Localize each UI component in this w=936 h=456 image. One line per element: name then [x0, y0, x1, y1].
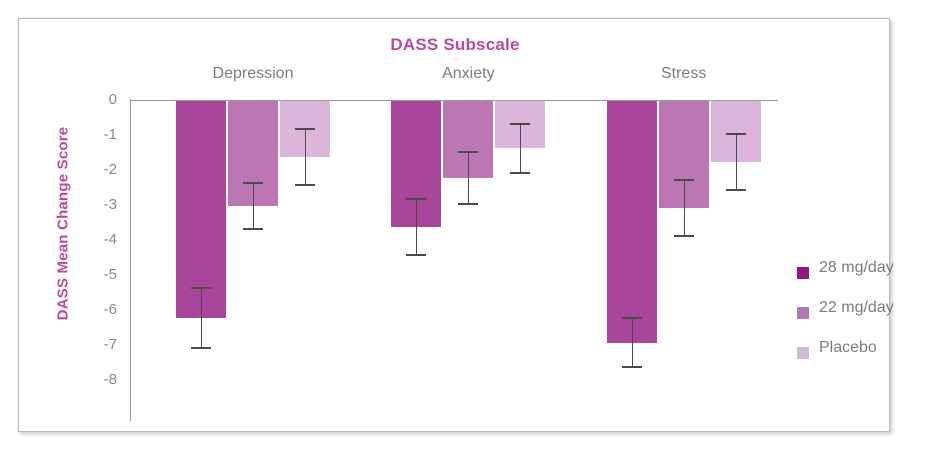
error-bar-cap-lower — [673, 234, 694, 237]
y-tick-label: -5 — [103, 266, 117, 283]
error-bar-cap-lower — [621, 366, 642, 368]
error-bar-cap-upper — [406, 198, 427, 200]
y-axis-title: DASS Mean Change Score — [54, 126, 72, 321]
y-tick-label: -2 — [103, 161, 117, 178]
error-bar-line — [253, 183, 254, 229]
y-tick-label: -3 — [103, 196, 117, 213]
legend-swatch-icon — [797, 347, 809, 359]
zero-baseline — [131, 100, 778, 101]
group-label-depression: Depression — [212, 65, 294, 82]
error-bar-cap-lower — [458, 203, 479, 206]
error-bar-cap-upper — [458, 150, 479, 153]
error-bar-cap-lower — [406, 254, 427, 256]
chart-title: DASS Subscale — [390, 35, 520, 54]
error-bar-cap-lower — [510, 171, 531, 174]
legend-swatch-icon — [797, 267, 809, 279]
y-axis-line — [130, 99, 131, 421]
error-bar-cap-upper — [295, 128, 315, 130]
y-tick-label: -1 — [103, 126, 117, 143]
error-bar-cap-upper — [725, 133, 746, 136]
error-bar-line — [683, 179, 685, 236]
y-tick-label: -6 — [103, 301, 117, 318]
error-bar-cap-upper — [191, 287, 211, 290]
error-bar-cap-upper — [673, 178, 694, 181]
error-bar-cap-lower — [243, 227, 263, 230]
plot-area — [131, 101, 777, 381]
y-tick-label: -4 — [103, 231, 117, 248]
error-bar-line — [468, 151, 470, 205]
error-bar-cap-upper — [510, 122, 531, 125]
error-bar-line — [735, 134, 737, 191]
legend-label: 28 mg/day — [819, 259, 894, 276]
legend-swatch-icon — [797, 307, 809, 319]
y-tick-label: 0 — [108, 91, 117, 108]
legend-label: 22 mg/day — [819, 299, 894, 316]
error-bar-line — [201, 288, 202, 348]
error-bar-line — [520, 123, 522, 173]
error-bar-cap-lower — [725, 189, 746, 192]
bar-depression-28-mg-day — [176, 101, 226, 318]
y-tick-label: -7 — [103, 336, 117, 353]
error-bar-line — [305, 129, 306, 185]
error-bar-cap-upper — [621, 317, 642, 319]
error-bar-line — [631, 318, 633, 367]
legend-label: Placebo — [819, 339, 877, 356]
error-bar-cap-lower — [295, 184, 315, 186]
chart-frame: DASS Subscale Depression Anxiety Stress 0 -… — [18, 18, 894, 432]
group-label-stress: Stress — [660, 65, 707, 82]
bar-stress-28-mg-day — [606, 101, 657, 343]
y-tick-label: -8 — [103, 371, 117, 388]
group-label-anxiety: Anxiety — [442, 65, 495, 82]
error-bar-cap-upper — [243, 182, 263, 185]
error-bar-cap-lower — [191, 346, 211, 349]
error-bar-line — [416, 199, 418, 255]
